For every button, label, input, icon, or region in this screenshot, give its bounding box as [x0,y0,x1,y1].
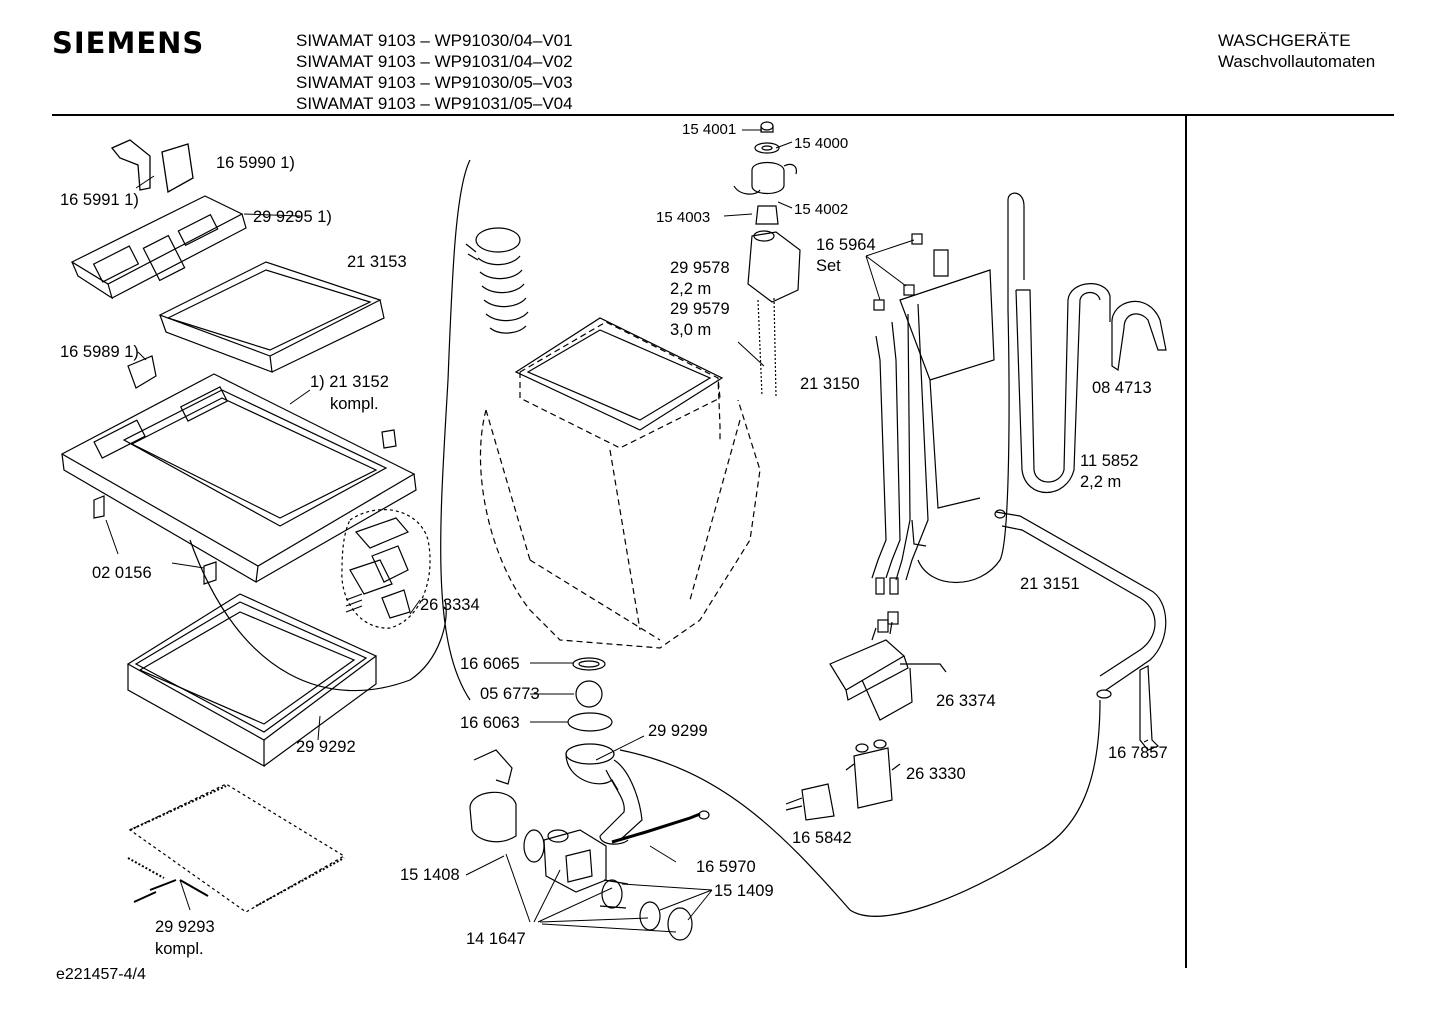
tub-top-frame-inner [526,329,712,421]
part-label: 29 9295 1) [253,208,332,226]
part-label: 26 3334 [420,596,480,614]
model-line: SIWAMAT 9103 – WP91030/04–V01 [296,31,573,50]
hose-clip-part [1139,665,1160,751]
overflow-hose-part [994,509,1167,699]
part-label: kompl. [330,395,379,413]
hose-end-part [698,810,710,820]
door-lock-part [345,517,411,619]
right-margin-rule [1185,116,1187,968]
part-label: 16 5970 [696,858,756,876]
part-label: 1) 21 3152 [310,373,389,391]
part-label: 16 7857 [1108,744,1168,762]
part-label: 15 4001 [682,121,737,138]
part-label: kompl. [155,940,204,958]
part-label: 21 3150 [800,375,860,393]
part-label: 16 6063 [460,714,520,732]
model-line: SIWAMAT 9103 – WP91030/05–V03 [296,73,573,92]
hinge-pin-part [381,429,397,449]
tub-top-frame [514,317,724,431]
manifold-caps-part [873,233,923,633]
part-label: Set [816,257,841,275]
hose-bracket-part [1111,300,1167,372]
part-label: 16 5990 1) [216,154,295,172]
part-label: 05 6773 [480,685,540,703]
part-label: 29 9293 [155,918,215,936]
part-label: 16 5989 1) [60,343,139,361]
part-label: 2,2 m [1080,473,1122,491]
connector-hose-curve [917,192,1025,583]
part-label: 08 4713 [1092,379,1152,397]
header-rule [52,114,1394,116]
part-label: 26 3330 [906,765,966,783]
small-hose-part [611,812,701,844]
category-subtitle: Waschvollautomaten [1218,52,1376,71]
model-line: SIWAMAT 9103 – WP91031/04–V02 [296,52,573,71]
tube-manifold-part [871,249,995,581]
sump-hose-part [565,743,643,845]
part-label: 21 3153 [347,253,407,271]
category-title: WASCHGERÄTE [1218,31,1351,50]
bellows-hose-part [465,227,529,334]
solenoid-valve-part [785,739,901,821]
dispenser-drawer-part [70,195,247,300]
dispenser-clip-part [110,139,194,194]
part-label: 15 1408 [400,866,460,884]
leader-lines [105,129,1149,933]
inlet-hose-part [747,230,801,397]
lid-spring-part [127,785,345,907]
drain-pump-part [469,749,607,893]
part-label: 29 9579 [670,300,730,318]
part-label: 15 4002 [794,201,849,218]
part-label: 29 9292 [296,738,356,756]
part-label: 16 5991 1) [60,191,139,209]
lid-seal-part [126,593,378,768]
part-label: 2,2 m [670,280,712,298]
door-lock-group-outline [341,509,431,629]
valve-cap-stack [733,121,797,225]
lid-panel-part [128,783,346,913]
part-label: 11 5852 [1080,452,1139,470]
ball-valve-part [575,680,603,708]
drain-hose-part [1015,283,1111,493]
document-id: e221457-4/4 [56,966,146,983]
tub-seal-ring-part [572,657,606,671]
part-label: 16 6065 [460,655,520,673]
part-label: 16 5964 [816,236,876,254]
detergent-tray-part [158,261,385,373]
part-label: 15 1409 [714,882,774,900]
top-frame-part [60,355,417,585]
pressure-switch-part [829,621,947,721]
brand-logo: SIEMENS [52,26,205,60]
part-label: 16 5842 [792,829,852,847]
model-line: SIWAMAT 9103 – WP91031/05–V04 [296,94,573,113]
part-label: 21 3151 [1020,575,1080,593]
tub-boundary-outline [440,159,471,701]
part-label: 02 0156 [92,564,152,582]
left-boundary-outline [189,539,447,692]
part-label: 3,0 m [670,321,712,339]
part-label: 15 4003 [656,209,711,226]
part-label: 29 9299 [648,722,708,740]
model-list: SIWAMAT 9103 – WP91030/04–V01 SIWAMAT 91… [296,30,573,114]
part-label: 14 1647 [466,930,526,948]
long-routing-line [619,699,1101,917]
pump-filter-part [599,879,693,941]
part-label: 15 4000 [794,135,849,152]
tub-part [479,321,761,649]
part-label: 26 3374 [936,692,996,710]
part-label: 29 9578 [670,259,730,277]
category-block: WASCHGERÄTE Waschvollautomaten [1218,30,1375,72]
clamp-ring-part [567,712,613,732]
